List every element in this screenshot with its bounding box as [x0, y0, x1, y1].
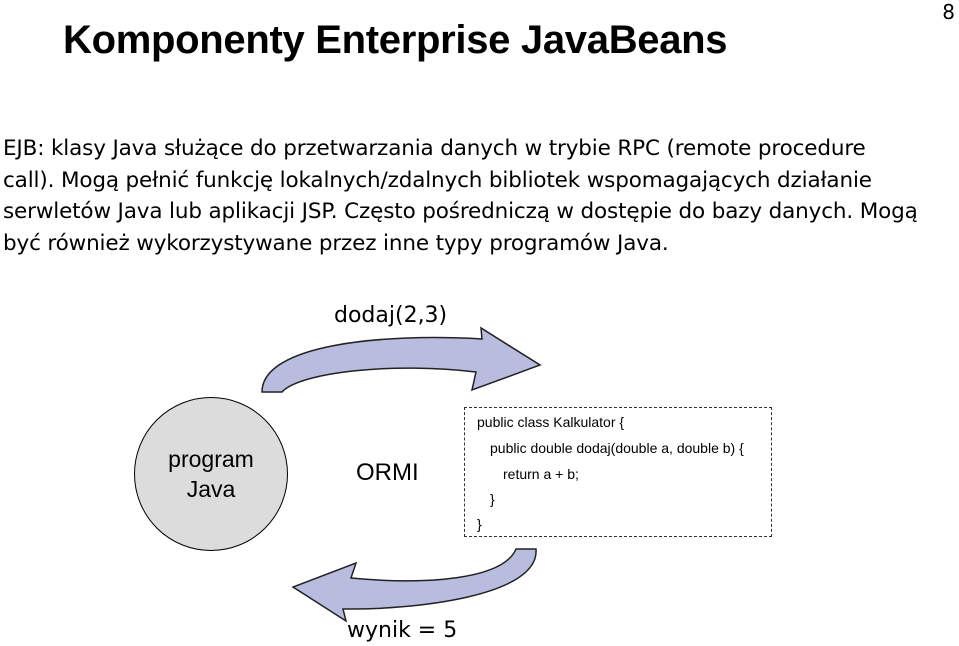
result-label: wynik = 5 [347, 618, 458, 643]
call-label: dodaj(2,3) [334, 303, 448, 328]
middleware-label: ORMI [356, 459, 419, 486]
slide-title: Komponenty Enterprise JavaBeans [63, 18, 728, 62]
request-arrow [261, 326, 542, 393]
client-label-line2: Java [186, 476, 236, 502]
code-box: public class Kalkulator { public double … [464, 407, 772, 537]
body-paragraph: EJB: klasy Java służące do przetwarzania… [3, 136, 918, 256]
code-line-5: } [477, 516, 482, 532]
code-line-2: public double dodaj(double a, double b) … [490, 440, 744, 456]
code-line-3: return a + b; [503, 466, 579, 482]
client-node: program Java [134, 397, 288, 551]
response-arrow [291, 548, 537, 623]
page-number: 8 [942, 0, 955, 24]
code-line-1: public class Kalkulator { [477, 414, 625, 430]
client-label-line1: program [168, 446, 254, 472]
code-line-4: } [490, 491, 495, 507]
